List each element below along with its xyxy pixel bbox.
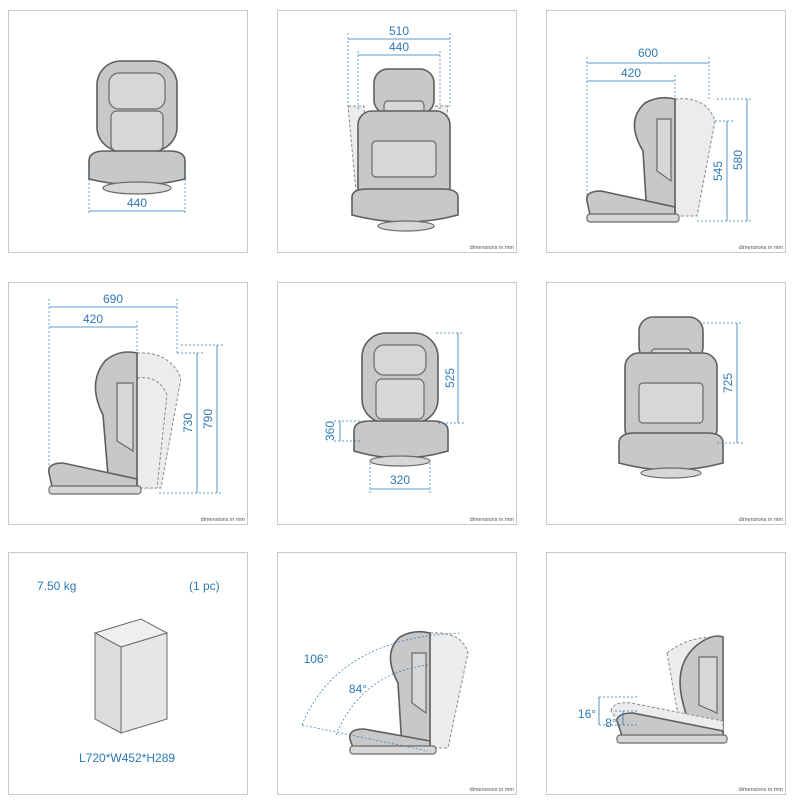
footer-note: dimensions in mm [470, 245, 515, 251]
panel-front-heights: 525 360 320 dimensions in mm [277, 282, 517, 525]
footer-note: dimensions in mm [201, 517, 246, 523]
footer-note: dimensions in mm [739, 517, 784, 523]
panel-side-high: 690 420 730 790 dimensions in mm [8, 282, 248, 525]
panel-side-low: 600 420 545 580 dimensions in mm [546, 10, 786, 253]
panel-front-wings: 510 440 dimensions in mm [277, 10, 517, 253]
package-box-illustration [93, 618, 169, 734]
seat-illustration [47, 351, 182, 495]
height-dimension: 725 [703, 322, 743, 444]
seat-illustration [618, 316, 724, 479]
footer-note: dimensions in mm [739, 787, 784, 793]
seat-illustration [353, 332, 449, 467]
seat-illustration [88, 60, 186, 195]
seat-side-view-2: 690 420 730 790 dimensions in mm [47, 292, 246, 523]
inner-width-label: 440 [389, 40, 409, 54]
panel-package: 7.50 kg (1 pc) L720*W452*H289 [8, 552, 248, 795]
height-width-dimensions: 525 360 320 [323, 332, 464, 493]
wing-width-dimensions: 510 440 [347, 24, 451, 111]
angle-inner-label: 84° [349, 682, 367, 696]
tilt-high-label: 16° [578, 707, 596, 721]
seat-front-view-1: 440 [88, 60, 186, 214]
height-high-label: 790 [201, 409, 215, 429]
seat-illustration [348, 630, 469, 755]
width-dimension: 440 [88, 171, 186, 214]
height-high-label: 580 [731, 150, 745, 170]
angle-outer-label: 106° [304, 652, 329, 666]
height-low-label: 545 [711, 161, 725, 181]
tilt-low-label: 8° [605, 716, 617, 730]
height-low-label: 730 [181, 413, 195, 433]
width-label: 440 [127, 196, 147, 210]
outer-width-label: 510 [389, 24, 409, 38]
seat-tilt-view: 16° 8° dimensions in mm [578, 635, 784, 793]
angle-dimensions: 106° 84° [301, 632, 463, 752]
depth-min-label: 420 [621, 66, 641, 80]
height-label: 725 [721, 373, 735, 393]
seat-front-view-4: 725 dimensions in mm [618, 316, 784, 523]
panel-front-extended: 725 dimensions in mm [546, 282, 786, 525]
depth-min-label: 420 [83, 312, 103, 326]
footer-note: dimensions in mm [470, 787, 515, 793]
tilt-dimensions: 16° 8° [578, 696, 639, 730]
seat-width-label: 320 [390, 473, 410, 487]
back-height-label: 525 [443, 368, 457, 388]
depth-height-dimensions: 600 420 545 580 [586, 46, 753, 222]
seat-illustration [347, 68, 459, 232]
package-weight: 7.50 kg [37, 579, 77, 593]
depth-max-label: 690 [103, 292, 123, 306]
seat-front-view-2: 510 440 dimensions in mm [347, 24, 515, 251]
depth-height-dimensions: 690 420 730 790 [48, 292, 223, 494]
footer-note: dimensions in mm [739, 245, 784, 251]
seat-side-view-1: 600 420 545 580 dimensions in mm [585, 46, 784, 251]
panel-seat-tilt: 16° 8° dimensions in mm [546, 552, 786, 795]
footer-note: dimensions in mm [470, 517, 515, 523]
seat-illustration [585, 96, 716, 223]
seat-illustration [610, 635, 728, 744]
depth-max-label: 600 [638, 46, 658, 60]
panel-recline-angles: 106° 84° dimensions in mm [277, 552, 517, 795]
panel-front-width: 440 [8, 10, 248, 253]
seat-recline-view: 106° 84° dimensions in mm [301, 630, 515, 793]
seat-height-label: 360 [323, 421, 337, 441]
package-quantity: (1 pc) [189, 579, 220, 593]
seat-front-view-3: 525 360 320 dimensions in mm [323, 332, 515, 523]
package-dimensions: L720*W452*H289 [79, 751, 176, 765]
